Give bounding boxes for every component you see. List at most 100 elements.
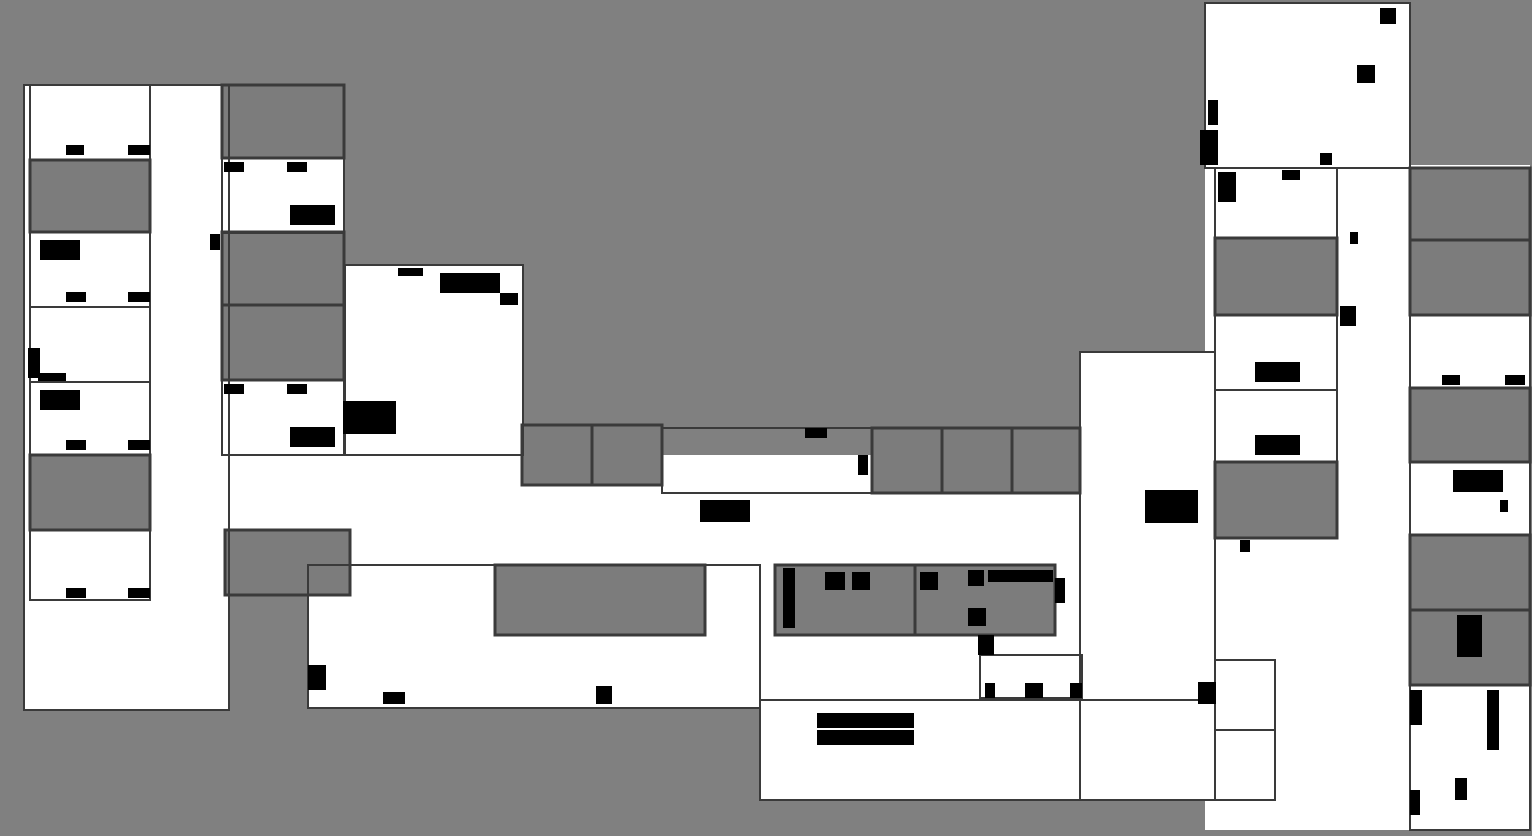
obstacle — [1457, 615, 1482, 657]
closed-room — [1408, 166, 1532, 242]
obstacle — [128, 292, 150, 302]
obstacle — [1410, 690, 1422, 725]
obstacle — [500, 293, 518, 305]
obstacle — [40, 390, 80, 410]
closed-room — [1213, 236, 1339, 317]
closed-room — [220, 230, 346, 307]
closed-room — [1213, 460, 1339, 540]
obstacle — [805, 428, 827, 438]
closed-room — [220, 303, 346, 382]
obstacle — [858, 455, 868, 475]
wall-outline — [344, 264, 524, 456]
obstacle — [1442, 375, 1460, 385]
obstacle — [985, 683, 995, 698]
obstacle — [783, 568, 795, 628]
closed-room — [220, 83, 346, 160]
closed-room — [223, 528, 352, 597]
obstacle — [1198, 682, 1216, 704]
wall-outline — [29, 529, 151, 601]
obstacle — [1255, 362, 1300, 382]
obstacle — [287, 384, 307, 394]
wall-outline — [307, 564, 761, 709]
obstacle — [1380, 8, 1396, 24]
obstacle — [128, 440, 150, 450]
obstacle — [1340, 306, 1356, 326]
free-area — [1275, 700, 1410, 830]
obstacle — [1410, 790, 1420, 815]
obstacle — [38, 373, 66, 381]
obstacle — [1487, 690, 1499, 750]
closed-room — [28, 453, 152, 532]
obstacle — [825, 572, 845, 590]
obstacle — [1505, 375, 1525, 385]
free-area — [1080, 352, 1215, 800]
obstacle — [128, 145, 150, 155]
obstacle — [817, 730, 914, 745]
obstacle — [1455, 778, 1467, 800]
obstacle — [1145, 490, 1198, 523]
closed-room — [493, 563, 707, 637]
wall-outline — [661, 427, 873, 494]
wall-outline — [29, 381, 151, 456]
wall-outline — [1409, 314, 1531, 389]
obstacle — [596, 686, 612, 704]
obstacle — [1208, 100, 1218, 125]
obstacle — [1240, 540, 1250, 552]
obstacle — [852, 572, 870, 590]
obstacle — [308, 665, 326, 690]
obstacle — [224, 384, 244, 394]
obstacle — [1055, 578, 1065, 603]
obstacle — [1282, 170, 1300, 180]
obstacle — [968, 570, 984, 586]
obstacles-layer — [28, 8, 1525, 815]
obstacle — [1357, 65, 1375, 83]
obstacle — [1025, 683, 1043, 698]
closed-room — [1010, 426, 1082, 495]
wall-outline — [221, 157, 345, 234]
wall-outline — [1409, 684, 1531, 831]
obstacle — [1070, 683, 1082, 698]
obstacle — [66, 588, 86, 598]
obstacle — [398, 268, 423, 276]
obstacle — [978, 635, 994, 655]
obstacle — [1200, 130, 1218, 165]
obstacle — [383, 692, 405, 704]
closed-room — [940, 426, 1014, 495]
obstacle — [700, 500, 750, 522]
closed-room — [28, 158, 152, 234]
obstacle — [210, 234, 220, 250]
obstacle — [440, 273, 500, 293]
closed-room — [870, 426, 944, 495]
closed-room — [1408, 386, 1532, 464]
obstacle — [28, 348, 40, 378]
wall-outline — [29, 84, 151, 161]
obstacle — [817, 713, 914, 728]
wall-outline — [1409, 461, 1531, 536]
obstacle — [224, 162, 244, 172]
obstacle — [988, 570, 1053, 582]
obstacle — [66, 292, 86, 302]
wall-outline — [1214, 389, 1338, 463]
obstacle — [1320, 153, 1332, 165]
wall-outline — [1214, 167, 1338, 239]
obstacle — [290, 427, 335, 447]
obstacle — [1453, 470, 1503, 492]
closed-room — [1408, 533, 1532, 612]
obstacle — [40, 240, 80, 260]
obstacle — [1350, 232, 1358, 244]
closed-room — [1408, 238, 1532, 317]
obstacle — [920, 572, 938, 590]
obstacle — [66, 440, 86, 450]
obstacle — [1500, 500, 1508, 512]
obstacle — [968, 608, 986, 626]
obstacle — [1255, 435, 1300, 455]
obstacle — [128, 588, 150, 598]
obstacle — [1218, 172, 1236, 202]
closed-room — [590, 423, 664, 487]
obstacle — [287, 162, 307, 172]
wall-outline — [759, 699, 1216, 801]
obstacle — [290, 205, 335, 225]
obstacle — [343, 401, 396, 434]
closed-room — [520, 423, 594, 487]
